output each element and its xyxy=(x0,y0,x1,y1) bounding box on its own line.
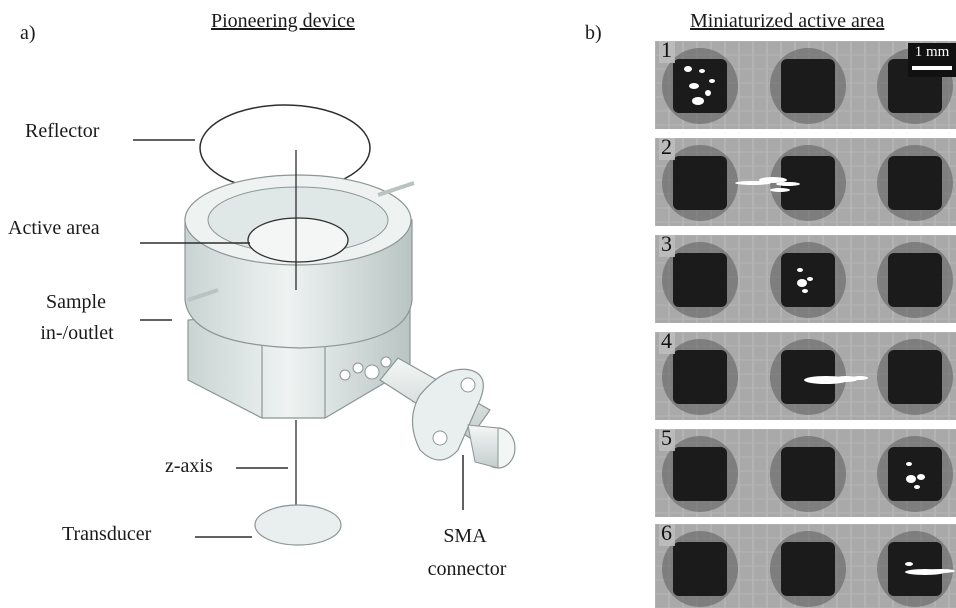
scale-bar-label: 1 mm xyxy=(914,44,950,60)
device-illustration xyxy=(133,104,516,546)
label-sample-line2: in-/outlet xyxy=(40,322,114,344)
panel-a-title: Pioneering device xyxy=(211,10,355,32)
scale-bar-line xyxy=(912,66,952,70)
particle-mark xyxy=(906,475,916,483)
label-z-axis: z-axis xyxy=(165,455,213,477)
frame-5: 5 xyxy=(655,429,956,517)
transducer-disc xyxy=(254,504,342,546)
frame-number: 1 xyxy=(659,41,675,63)
frame-2: 2 xyxy=(655,138,956,226)
frame-number: 2 xyxy=(659,138,675,160)
frame-number: 4 xyxy=(659,332,675,354)
cavity-2 xyxy=(781,542,835,596)
particle-mark xyxy=(735,181,771,185)
label-sma-line2: connector xyxy=(427,558,507,580)
active-area-disc xyxy=(247,217,349,263)
particle-mark xyxy=(759,177,787,183)
panel-b-letter: b) xyxy=(585,22,602,44)
cavity-3 xyxy=(888,542,942,596)
particle-mark xyxy=(917,474,925,480)
cavity-1 xyxy=(673,59,727,113)
frame-1: 1 1 mm xyxy=(655,41,956,129)
particle-mark xyxy=(699,69,705,73)
particle-mark xyxy=(797,268,803,272)
particle-mark xyxy=(709,79,715,83)
cavity-2 xyxy=(781,350,835,404)
particle-mark xyxy=(797,279,807,287)
cavity-1 xyxy=(673,253,727,307)
particle-mark xyxy=(852,376,868,380)
cavity-2 xyxy=(781,156,835,210)
particle-mark xyxy=(776,182,800,186)
frame-4-image xyxy=(655,332,956,420)
particle-mark xyxy=(802,289,808,293)
panel-a-letter: a) xyxy=(20,22,36,44)
particle-mark xyxy=(807,277,813,281)
scale-bar: 1 mm xyxy=(908,43,956,77)
frame-3-image xyxy=(655,235,956,323)
sample-inlet-pin xyxy=(187,288,219,302)
particle-mark xyxy=(689,83,699,89)
particle-mark xyxy=(906,462,912,466)
particle-mark xyxy=(905,562,913,566)
label-sma-line1: SMA xyxy=(443,525,487,547)
frame-5-image xyxy=(655,429,956,517)
cavity-1 xyxy=(673,350,727,404)
panel-b-title: Miniaturized active area xyxy=(690,10,885,32)
cavity-1 xyxy=(673,542,727,596)
cavity-3 xyxy=(888,253,942,307)
label-active-area: Active area xyxy=(8,217,100,239)
frame-4: 4 xyxy=(655,332,956,420)
sample-outlet-pin xyxy=(377,181,415,197)
frame-2-image xyxy=(655,138,956,226)
particle-mark xyxy=(914,485,920,489)
cavity-3 xyxy=(888,156,942,210)
frame-number: 5 xyxy=(659,429,675,451)
label-sample-line1: Sample xyxy=(46,291,106,313)
frame-6-image xyxy=(655,524,956,608)
frame-3: 3 xyxy=(655,235,956,323)
cavity-2 xyxy=(781,447,835,501)
frame-number: 3 xyxy=(659,235,675,257)
particle-mark xyxy=(692,97,704,105)
frame-6: 6 xyxy=(655,524,956,608)
particle-mark xyxy=(770,188,790,192)
particle-mark xyxy=(684,66,692,72)
label-reflector: Reflector xyxy=(25,120,100,142)
cavity-3 xyxy=(888,447,942,501)
cavity-2 xyxy=(781,59,835,113)
cavity-1 xyxy=(673,156,727,210)
cavity-3 xyxy=(888,350,942,404)
frame-number: 6 xyxy=(659,524,675,546)
cavity-1 xyxy=(673,447,727,501)
particle-mark xyxy=(705,90,711,96)
particle-mark xyxy=(927,569,955,573)
particle-mark xyxy=(834,376,858,382)
label-transducer: Transducer xyxy=(62,523,152,545)
